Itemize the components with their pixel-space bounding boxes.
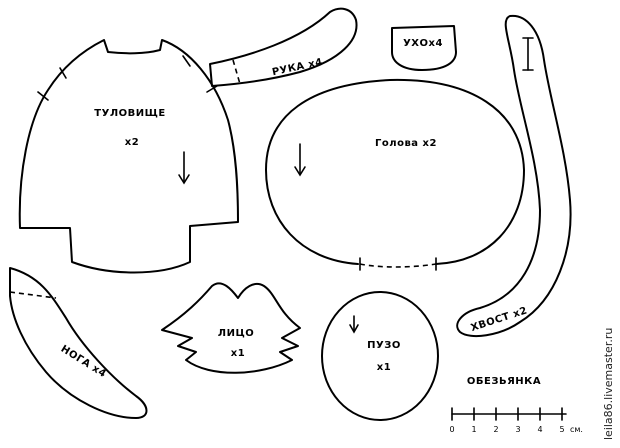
scale-tick-label: 0 — [449, 425, 454, 434]
scale-bar: 0 1 2 3 4 5 см. — [449, 407, 583, 434]
belly-count-label: x1 — [377, 362, 391, 373]
body-notch — [206, 85, 218, 93]
scale-tick-label: 3 — [515, 425, 520, 434]
face-piece: ЛИЦО x1 — [161, 282, 301, 374]
body-notch — [182, 55, 191, 67]
arm-piece: РУКА x4 — [209, 7, 358, 87]
belly-name-label: ПУЗО — [367, 340, 401, 351]
face-name-label: ЛИЦО — [218, 328, 254, 339]
grain-arrow-head — [294, 166, 306, 177]
head-opening — [359, 263, 437, 268]
tail-outline — [456, 14, 572, 338]
body-count-label: x2 — [125, 137, 139, 148]
grain-arrow-head — [349, 324, 359, 334]
body-name-label: ТУЛОВИЩЕ — [94, 108, 165, 119]
arm-outline — [209, 7, 358, 87]
body-notch — [59, 67, 67, 79]
grain-arrow-head — [178, 174, 190, 185]
face-count-label: x1 — [231, 348, 245, 359]
scale-tick-label: 1 — [471, 425, 476, 434]
belly-outline — [321, 291, 439, 421]
body-piece: ТУЛОВИЩЕ x2 — [18, 39, 239, 274]
tail-piece: ХВОСТ x2 — [456, 14, 572, 338]
leg-label: НОГА x4 — [59, 344, 108, 381]
head-outline — [265, 78, 525, 265]
scale-tick-label: 2 — [493, 425, 498, 434]
leg-piece: НОГА x4 — [9, 267, 148, 419]
scale-unit-label: см. — [570, 425, 583, 434]
arm-label: РУКА x4 — [271, 57, 324, 78]
ear-outline — [391, 25, 457, 71]
pattern-title: ОБЕЗЬЯНКА — [467, 376, 541, 387]
ear-label: УХОx4 — [403, 38, 443, 49]
scale-tick-label: 4 — [537, 425, 542, 434]
belly-piece: ПУЗО x1 — [321, 291, 439, 421]
leg-outline — [9, 267, 148, 419]
head-label: Голова x2 — [375, 138, 437, 149]
tail-label: ХВОСТ x2 — [470, 305, 529, 334]
leg-seam — [9, 291, 57, 299]
arm-seam — [232, 59, 241, 85]
watermark: leila86.livemaster.ru — [602, 328, 615, 440]
head-piece: Голова x2 — [265, 78, 525, 271]
body-notch — [37, 91, 49, 101]
body-outline — [18, 39, 239, 274]
scale-tick-label: 5 — [559, 425, 564, 434]
ear-piece: УХОx4 — [391, 25, 457, 71]
face-outline — [161, 282, 301, 374]
